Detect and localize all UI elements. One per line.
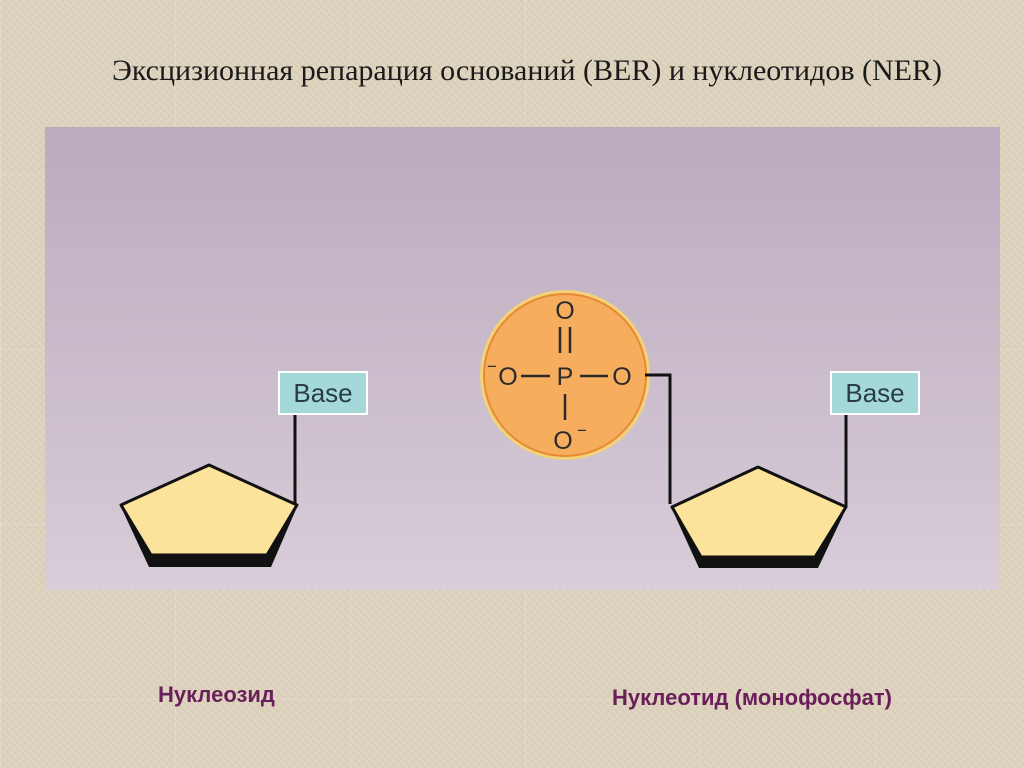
right-base-box: Base	[830, 371, 920, 415]
phosphate-left-oxygen: O	[498, 363, 517, 391]
phosphate-sugar-linker	[645, 373, 672, 504]
phosphate-bottom-oxygen: O	[553, 427, 572, 455]
nucleotide-caption: Нуклеотид (монофосфат)	[612, 685, 892, 710]
right-base-label: Base	[845, 378, 904, 408]
phosphate-left-charge: −	[487, 357, 497, 376]
diagram-panel: Base O − O P O O − Base	[45, 127, 1000, 590]
phosphate-group: O − O P O O −	[480, 290, 650, 460]
nucleoside-caption: Нуклеозид	[158, 682, 275, 707]
phosphate-right-oxygen: O	[612, 363, 631, 391]
phosphate-top-oxygen: O	[555, 297, 574, 325]
phosphate-phosphorus: P	[557, 363, 574, 391]
left-base-label: Base	[293, 378, 352, 408]
left-sugar-ring	[119, 463, 299, 567]
left-base-box: Base	[278, 371, 368, 415]
right-sugar-ring	[670, 465, 848, 568]
phosphate-bottom-charge: −	[577, 421, 587, 440]
nucleotide-diagram: Base O − O P O O − Base	[119, 290, 920, 568]
slide-title: Эксцизионная репарация оснований (BER) и…	[112, 54, 942, 87]
